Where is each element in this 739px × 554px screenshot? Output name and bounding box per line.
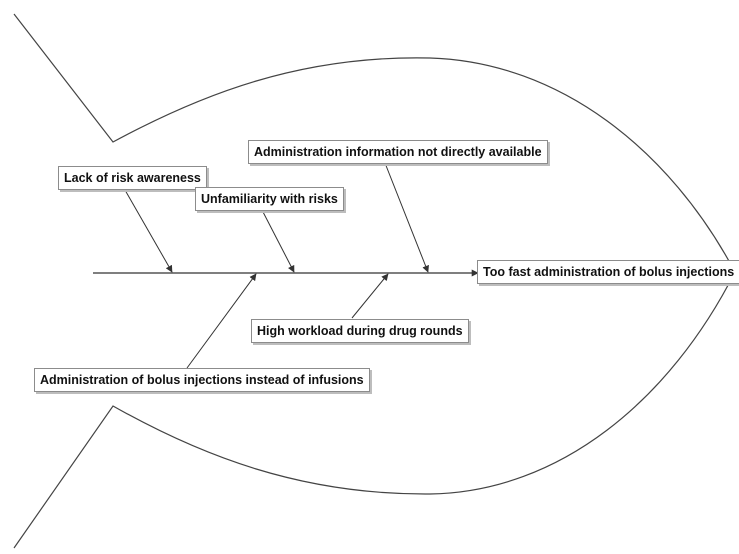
- cause-bolus-injections-instead-of-infusions: Administration of bolus injections inste…: [34, 368, 370, 392]
- cause-high-workload-during-drug-rounds: High workload during drug rounds: [251, 319, 469, 343]
- arrow-unfamiliarity-with-risks: [261, 209, 295, 273]
- arrow-bolus-instead-of-infusions: [186, 273, 257, 369]
- arrow-administration-information: [384, 162, 429, 273]
- effect-box: Too fast administration of bolus injecti…: [477, 260, 739, 284]
- fish-lower-outline: [13, 271, 736, 549]
- cause-lack-of-risk-awareness: Lack of risk awareness: [58, 166, 207, 190]
- fish-upper-outline: [13, 13, 736, 273]
- arrow-lack-of-risk-awareness: [124, 189, 173, 273]
- cause-unfamiliarity-with-risks: Unfamiliarity with risks: [195, 187, 344, 211]
- arrow-high-workload: [351, 273, 389, 319]
- cause-administration-information-not-available: Administration information not directly …: [248, 140, 548, 164]
